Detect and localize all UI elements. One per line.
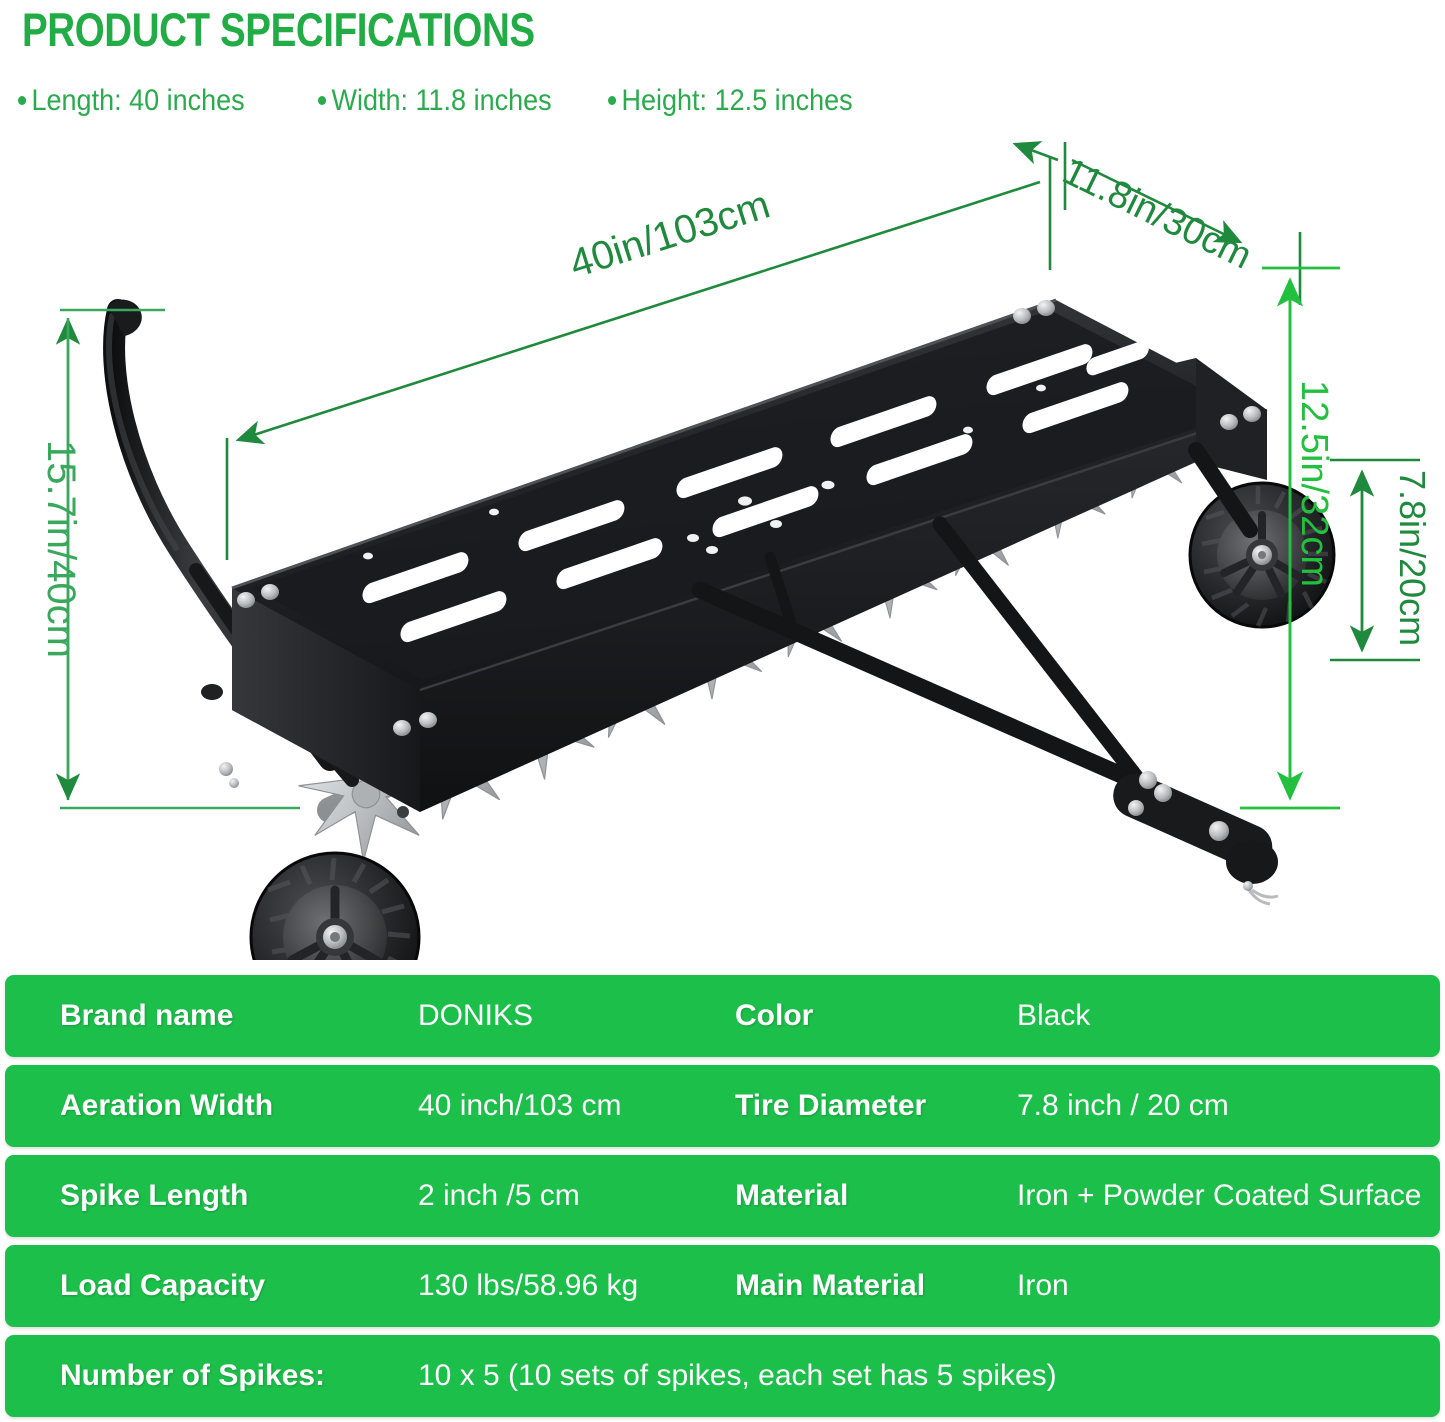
spec-label-color: Color bbox=[735, 999, 814, 1032]
aerator-tray bbox=[231, 298, 1268, 818]
spec-value-brand-name: DONIKS bbox=[418, 999, 534, 1032]
spec-value-main-material: Iron bbox=[1017, 1269, 1069, 1302]
bullet-dot-icon bbox=[608, 95, 617, 105]
spec-value-number-of-spikes: 10 x 5 (10 sets of spikes, each set has … bbox=[418, 1359, 1057, 1392]
spec-label-material: Material bbox=[735, 1179, 849, 1212]
right-wheel bbox=[1188, 442, 1336, 629]
spec-label-aeration-width: Aeration Width bbox=[60, 1089, 274, 1122]
bullet-label-length: Length: 40 inches bbox=[31, 84, 245, 117]
spec-label-tire-diameter: Tire Diameter bbox=[735, 1089, 927, 1122]
dimension-length bbox=[225, 158, 1052, 560]
spec-value-color: Black bbox=[1017, 999, 1091, 1032]
dimension-label-tire-diameter: 7.8in/20cm bbox=[1392, 470, 1433, 646]
bullet-label-width: Width: 11.8 inches bbox=[331, 84, 552, 117]
table-row: Aeration Width 40 inch/103 cm Tire Diame… bbox=[5, 1065, 1440, 1147]
dimension-overall-height bbox=[1240, 266, 1340, 810]
dimension-bullet-list: Length: 40 inches Width: 11.8 inches Hei… bbox=[0, 82, 1445, 122]
spec-value-aeration-width: 40 inch/103 cm bbox=[418, 1089, 622, 1122]
bullet-label-height: Height: 12.5 inches bbox=[621, 84, 853, 117]
spec-label-brand-name: Brand name bbox=[60, 999, 234, 1032]
bullet-item-height: Height: 12.5 inches bbox=[608, 82, 853, 120]
spec-value-tire-diameter: 7.8 inch / 20 cm bbox=[1017, 1089, 1229, 1122]
table-row: Spike Length 2 inch /5 cm Material Iron … bbox=[5, 1155, 1440, 1237]
dimension-label-length: 40in/103cm bbox=[564, 182, 774, 286]
bullet-dot-icon bbox=[318, 95, 327, 105]
page-title: PRODUCT SPECIFICATIONS bbox=[22, 3, 535, 56]
tow-bar-assembly bbox=[691, 516, 1279, 906]
specification-table: Brand name DONIKS Color Black Aeration W… bbox=[0, 975, 1445, 1422]
bullet-item-length: Length: 40 inches bbox=[18, 82, 245, 120]
dimension-label-overall-height: 12.5in/32cm bbox=[1293, 380, 1335, 587]
bullet-dot-icon bbox=[18, 95, 27, 105]
table-row: Brand name DONIKS Color Black bbox=[5, 975, 1440, 1057]
spec-value-load-capacity: 130 lbs/58.96 kg bbox=[418, 1269, 639, 1302]
spec-value-material: Iron + Powder Coated Surface bbox=[1017, 1179, 1422, 1212]
spec-label-number-of-spikes: Number of Spikes: bbox=[60, 1359, 326, 1392]
spec-label-main-material: Main Material bbox=[735, 1269, 926, 1302]
left-wheel bbox=[249, 851, 421, 960]
spec-label-spike-length: Spike Length bbox=[60, 1179, 249, 1212]
dimension-label-width: 11.8in/30cm bbox=[1056, 150, 1258, 277]
product-photo: 11.8in/30cm 40in/103cm 15.7in/40cm bbox=[0, 120, 1445, 960]
dimension-handle-height bbox=[60, 310, 300, 810]
dimension-label-handle-height: 15.7in/40cm bbox=[39, 440, 83, 658]
dimension-tire-diameter bbox=[1330, 458, 1420, 662]
table-row: Number of Spikes: 10 x 5 (10 sets of spi… bbox=[5, 1335, 1440, 1417]
spec-value-spike-length: 2 inch /5 cm bbox=[418, 1179, 580, 1212]
table-row: Load Capacity 130 lbs/58.96 kg Main Mate… bbox=[5, 1245, 1440, 1327]
bullet-item-width: Width: 11.8 inches bbox=[318, 82, 552, 120]
spec-label-load-capacity: Load Capacity bbox=[60, 1269, 266, 1302]
